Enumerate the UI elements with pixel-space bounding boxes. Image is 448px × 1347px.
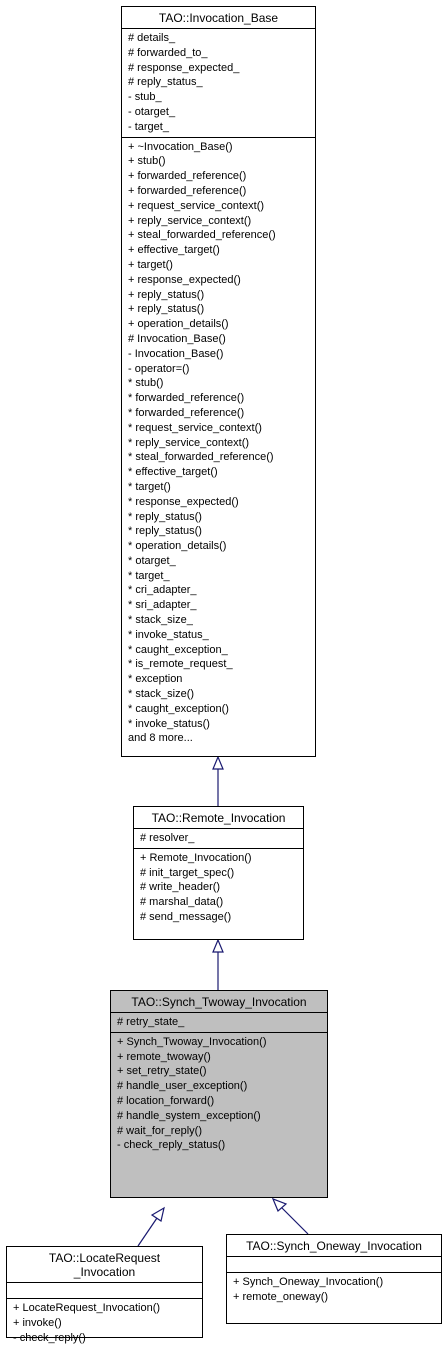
class-attribute: # response_expected_ [128, 61, 240, 74]
class-method: * sri_adapter_ [128, 599, 197, 612]
class-method: * forwarded_reference() [128, 406, 245, 419]
class-attribute: - otarget_ [128, 105, 176, 118]
class-method: + target() [128, 258, 173, 271]
class-method: * stub() [128, 377, 164, 390]
class-method: * caught_exception_ [128, 643, 228, 656]
class-method: * cri_adapter_ [128, 584, 197, 597]
class-method: * reply_service_context() [128, 436, 250, 449]
class-method: + reply_status() [128, 303, 205, 316]
class-method: + remote_twoway() [117, 1050, 211, 1063]
class-title: TAO::Synch_Oneway_Invocation [246, 1239, 422, 1253]
class-method: * effective_target() [128, 466, 218, 479]
class-method: and 8 more... [128, 732, 193, 745]
class-attribute: # forwarded_to_ [128, 46, 208, 59]
class-method: + stub() [128, 155, 166, 168]
class-method: + invoke() [13, 1316, 62, 1329]
edge-locate-to-twoway-arrowhead [150, 1206, 165, 1222]
class-method: * target_ [128, 569, 170, 582]
class-method: * steal_forwarded_reference() [128, 451, 274, 464]
class-method: + reply_status() [128, 288, 205, 301]
class-method: * request_service_context() [128, 421, 262, 434]
class-title: TAO::Remote_Invocation [151, 811, 286, 825]
class-method: + effective_target() [128, 244, 220, 257]
class-method: + request_service_context() [128, 199, 265, 212]
class-method: # Invocation_Base() [128, 332, 226, 345]
class-method: + response_expected() [128, 273, 241, 286]
methods-section: + Synch_Twoway_Invocation() + remote_twow… [111, 1031, 327, 1155]
class-method: * stack_size_ [128, 614, 193, 627]
class-method: - check_reply_status() [117, 1139, 226, 1152]
class-method: + LocateRequest_Invocation() [13, 1302, 161, 1314]
class-method: # location_forward() [117, 1094, 215, 1107]
class-method: + forwarded_reference() [128, 170, 247, 183]
class-method: * forwarded_reference() [128, 392, 245, 405]
class-attribute: # details_ [128, 32, 176, 44]
methods-section: + LocateRequest_Invocation() + invoke() - … [7, 1298, 202, 1347]
methods-section: + Remote_Invocation() # init_target_spec(… [134, 847, 303, 927]
class-title: TAO::Invocation_Base [158, 11, 279, 25]
class-method: + forwarded_reference() [128, 184, 247, 197]
attributes-section [7, 1282, 202, 1298]
class-remote-invocation[interactable]: TAO::Remote_Invocation # resolver_ + Rem… [133, 806, 304, 940]
class-method: # marshal_data() [140, 896, 224, 909]
class-method: # init_target_spec() [140, 866, 235, 879]
class-method: # send_message() [140, 910, 232, 923]
methods-section: + Synch_Oneway_Invocation() + remote_onew… [227, 1272, 441, 1307]
class-attribute: # reply_status_ [128, 76, 203, 89]
class-method: - Invocation_Base() [128, 347, 224, 360]
class-method: # wait_for_reply() [117, 1124, 202, 1137]
class-method: + steal_forwarded_reference() [128, 229, 276, 242]
class-method: # handle_user_exception() [117, 1080, 248, 1093]
class-method: * is_remote_request_ [128, 658, 233, 671]
class-method: + ~Invocation_Base() [128, 140, 233, 153]
class-method: + operation_details() [128, 318, 229, 331]
class-title: TAO::LocateRequest _Invocation [7, 1247, 202, 1282]
class-method: + set_retry_state() [117, 1065, 207, 1078]
class-method: * reply_status() [128, 525, 202, 538]
class-method: - operator=() [128, 362, 190, 375]
edge-locate-to-twoway [137, 1217, 158, 1247]
edge-oneway-to-twoway-arrowhead [271, 1197, 288, 1213]
class-method: # handle_system_exception() [117, 1109, 261, 1122]
class-title: TAO::Synch_Twoway_Invocation [131, 995, 307, 1009]
class-method: * caught_exception() [128, 702, 229, 715]
class-method: * invoke_status_ [128, 628, 209, 641]
class-method: * exception [128, 673, 183, 686]
class-method: * target() [128, 480, 171, 493]
edge-twoway-to-remote-arrowhead [212, 938, 224, 953]
class-method: * otarget_ [128, 554, 176, 567]
class-invocation-base[interactable]: TAO::Invocation_Base # details_# forward… [121, 6, 316, 757]
class-synch-oneway-invocation[interactable]: TAO::Synch_Oneway_Invocation + Synch_One… [226, 1234, 442, 1324]
class-method: * invoke_status() [128, 717, 210, 730]
class-locaterequest-invocation[interactable]: TAO::LocateRequest _Invocation + LocateR… [6, 1246, 203, 1344]
class-title-line: _Invocation [73, 1265, 136, 1279]
edge-remote-to-base-arrowhead [212, 755, 224, 770]
edge-oneway-to-twoway [280, 1206, 309, 1235]
class-synch-twoway-invocation[interactable]: TAO::Synch_Twoway_Invocation # retry_sta… [110, 990, 328, 1198]
class-method: + remote_oneway() [233, 1290, 329, 1303]
attributes-section: # resolver_ [134, 828, 303, 848]
attributes-section [227, 1256, 441, 1272]
class-method: * stack_size() [128, 688, 195, 701]
class-attribute: - target_ [128, 120, 169, 133]
class-method: + Remote_Invocation() [140, 851, 252, 864]
class-method: # write_header() [140, 881, 221, 894]
class-attribute: # retry_state_ [117, 1016, 185, 1028]
class-method: * reply_status() [128, 510, 202, 523]
class-method: + Synch_Oneway_Invocation() [233, 1276, 384, 1288]
attributes-section: # details_ # forwarded_to_ # response_expe… [122, 28, 315, 137]
class-method: * response_expected() [128, 495, 239, 508]
class-method: + Synch_Twoway_Invocation() [117, 1035, 267, 1048]
attributes-section: # retry_state_ [111, 1012, 327, 1032]
class-attribute: - stub_ [128, 91, 162, 104]
class-method: + reply_service_context() [128, 214, 252, 227]
methods-section: + ~Invocation_Base() + stub() + forwarded_… [122, 136, 315, 749]
class-method: - check_reply() [13, 1331, 86, 1344]
class-title-line: TAO::LocateRequest [48, 1251, 161, 1265]
class-attribute: # resolver_ [140, 832, 195, 844]
class-method: * operation_details() [128, 540, 227, 553]
